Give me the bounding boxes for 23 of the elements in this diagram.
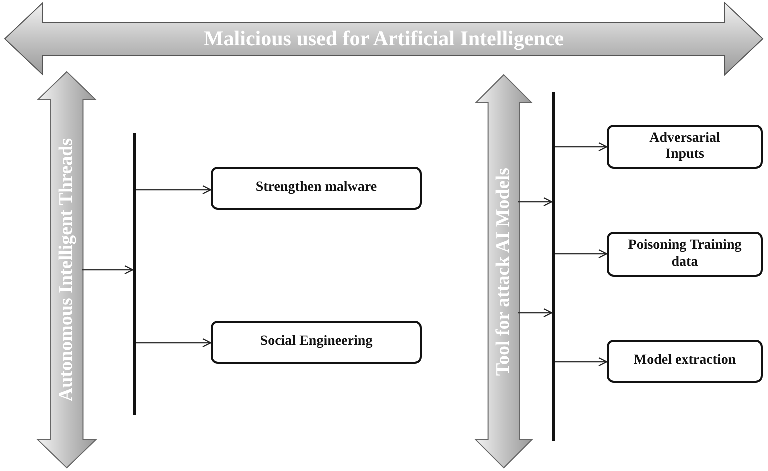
box-label: Poisoning Training data (627, 238, 743, 271)
process-box (607, 232, 763, 277)
arrow (136, 185, 212, 195)
arrow (82, 265, 134, 275)
arrow-label: Autonomous Intelligent Threads (56, 138, 78, 402)
process-box (607, 340, 763, 383)
vertical-bar (552, 92, 555, 441)
arrow (518, 197, 553, 207)
arrow-label: Tool for attack AI Models (493, 168, 515, 376)
process-box (211, 321, 422, 364)
arrow (555, 249, 608, 259)
process-box (607, 125, 763, 169)
arrow (555, 357, 608, 367)
box-label: Social Engineering (260, 334, 373, 351)
box-label: Model extraction (634, 353, 736, 370)
box-label: Strengthen malware (256, 180, 378, 197)
arrow (555, 142, 608, 152)
arrow-label: Malicious used for Artificial Intelligence (202, 26, 566, 52)
vertical-bar (133, 133, 136, 415)
box-label: Adversarial Inputs (648, 130, 722, 164)
arrow (136, 338, 212, 348)
arrow (518, 308, 553, 318)
process-box (211, 167, 422, 210)
